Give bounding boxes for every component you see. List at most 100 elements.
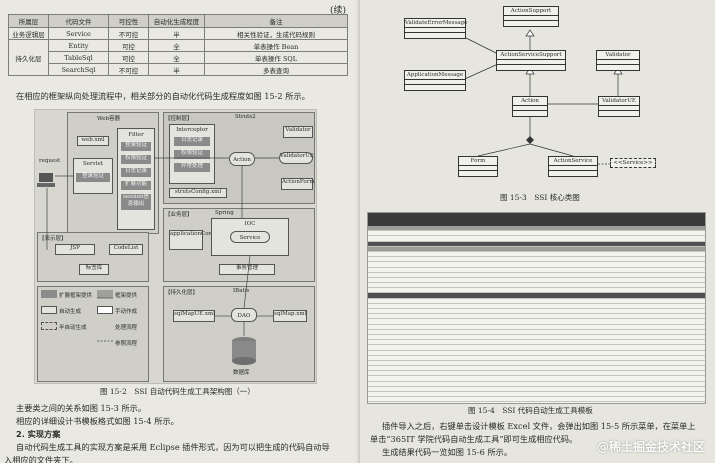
legend-swatch	[97, 290, 113, 298]
filter-label: Filter	[128, 132, 144, 138]
sheet-row	[368, 262, 705, 268]
business-layer-label: 【业务层】	[165, 212, 193, 218]
class-box: ValidateErrorMessage	[404, 18, 467, 39]
table-cell: 全	[148, 39, 205, 52]
table-cell: 业务逻辑层	[8, 27, 49, 40]
sheet-row	[368, 387, 705, 392]
legend-label: 自动生成	[59, 309, 82, 315]
database-icon	[229, 336, 259, 366]
table-cell: 可控	[108, 39, 149, 52]
table-cell: TableSql	[48, 51, 109, 64]
ioc-label: IOC	[244, 221, 256, 227]
sheet-row	[368, 236, 705, 242]
legend-swatch	[41, 290, 57, 298]
sheet-row	[368, 268, 705, 273]
table-cell: Entity	[48, 39, 109, 52]
application-context-box: applicationContext.xml	[169, 230, 235, 250]
class-name: ActionService	[549, 157, 597, 166]
jsp-box: JSP	[55, 244, 95, 255]
table-header: 所属层	[8, 14, 49, 28]
class-box: ActionService	[548, 156, 598, 177]
sheet-row	[368, 273, 705, 278]
sheet-row	[368, 402, 705, 403]
sheet-row	[368, 335, 705, 341]
class-box: Validator	[596, 50, 640, 71]
legend-label: 框架提供	[115, 293, 138, 299]
table-cell: 相关性验证，生成代码规则	[204, 27, 348, 40]
class-box: <<Service>>	[610, 158, 656, 168]
ibatis-label: IBatis	[233, 288, 250, 294]
struts2-label: Struts2	[235, 114, 256, 120]
sheet-row	[368, 226, 705, 232]
sheet-row	[368, 345, 705, 351]
dao-node: DAO	[231, 308, 257, 322]
display-layer-label: 【表示层】	[39, 236, 67, 242]
computer-icon	[37, 172, 55, 188]
filter-item: 扩展功能	[121, 181, 151, 190]
paragraph: 入相应的文件夹下。	[4, 455, 78, 463]
table-header: 自动化生成程度	[148, 14, 205, 28]
table-row: SearchSql 不可控 半 多表查询	[9, 63, 348, 76]
transaction-box: 事务管理	[219, 264, 275, 275]
class-name: ActionServiceSupport	[497, 51, 565, 60]
paragraph: 自动代码生成工具的实现方案是采用 Eclipse 插件形式，因为可以把生成的代码…	[16, 442, 330, 452]
watermark: @稀土掘金技术社区	[596, 440, 705, 454]
sheet-row	[368, 319, 705, 325]
paragraph: 插件导入之后，右键单击设计模板 Excel 文件，会弹出如图 15-5 所示菜单…	[382, 421, 696, 431]
filter-item: 权限验证	[121, 155, 151, 164]
spring-label: Spring	[215, 210, 234, 216]
class-name: ValidatorUE	[599, 97, 639, 106]
table-header: 可控性	[108, 14, 149, 28]
class-name: Form	[459, 157, 497, 166]
servlet-box: Servlet 登录验证	[73, 158, 113, 194]
class-name: <<Service>>	[613, 160, 653, 166]
sheet-row	[368, 325, 705, 330]
sheet-row	[368, 392, 705, 398]
filter-item: session信息输出	[121, 194, 151, 210]
sheet-row	[368, 330, 705, 335]
codelist-box: CodeList	[109, 244, 143, 255]
legend-label: 扩展框架提供	[59, 293, 93, 299]
legend-label: 参照流程	[115, 341, 138, 347]
control-layer-label: 【控制层】	[165, 116, 193, 122]
sheet-row	[368, 293, 705, 299]
table-header-row: 所属层 代码文件 可控性 自动化生成程度 备注	[8, 14, 348, 28]
sqlmap-ue-box: sqlMapUE.xml	[173, 310, 215, 322]
section-heading: 2. 实现方案	[16, 429, 61, 439]
login-check-box: 登录验证	[76, 173, 110, 182]
architecture-diagram: Web容器 web.xml Servlet 登录验证 Filter 登录验证 权…	[34, 109, 317, 384]
table-cell: 单表操作 SQL	[204, 51, 348, 64]
table-cell: 可控	[108, 51, 149, 64]
interceptor-item: 权限验证	[174, 150, 210, 159]
sheet-row	[368, 231, 705, 237]
action-node: Action	[229, 152, 255, 166]
layer-table: 所属层 代码文件 可控性 自动化生成程度 备注 业务逻辑层 Service 不可…	[8, 14, 348, 76]
servlet-label: Servlet	[83, 161, 103, 167]
intro-paragraph: 在相应的框架纵向处理流程中，相关部分的自动化代码生成程度如图 15-2 所示。	[16, 91, 310, 101]
paragraph: 主要类之间的关系如图 15-3 所示。	[16, 403, 147, 413]
table-cell: 全	[148, 51, 205, 64]
sheet-toolbar	[368, 213, 705, 226]
table-cell: 不可控	[108, 27, 149, 40]
sheet-row	[368, 241, 705, 247]
class-name: ApplicationMessage	[405, 72, 465, 80]
legend-zone	[37, 286, 149, 382]
sheet-row	[368, 382, 705, 387]
sheet-row	[368, 278, 705, 284]
sheet-row	[368, 314, 705, 320]
table-cell: 不可控	[108, 63, 149, 76]
table-cell: 单表操作 Bean	[204, 39, 348, 52]
sheet-row	[368, 376, 705, 382]
class-box: ValidatorUE	[598, 96, 640, 117]
class-name: ActionSupport	[504, 7, 558, 16]
paragraph: 生成结果代码一览如图 15-6 所示。	[382, 447, 513, 457]
table-cell: 半	[148, 27, 205, 40]
service-node: Service	[230, 231, 270, 243]
filter-item: 日志记录	[121, 168, 151, 177]
class-box: Form	[458, 156, 498, 177]
table-header: 代码文件	[48, 14, 109, 28]
class-diagram-caption: 图 15-3 SSI 核心类图	[500, 193, 580, 202]
sheet-row	[368, 283, 705, 289]
paragraph: 单击“365IT 学院代码自动生成工具”即可生成相应代码。	[370, 434, 578, 444]
sheet-row	[368, 366, 705, 372]
